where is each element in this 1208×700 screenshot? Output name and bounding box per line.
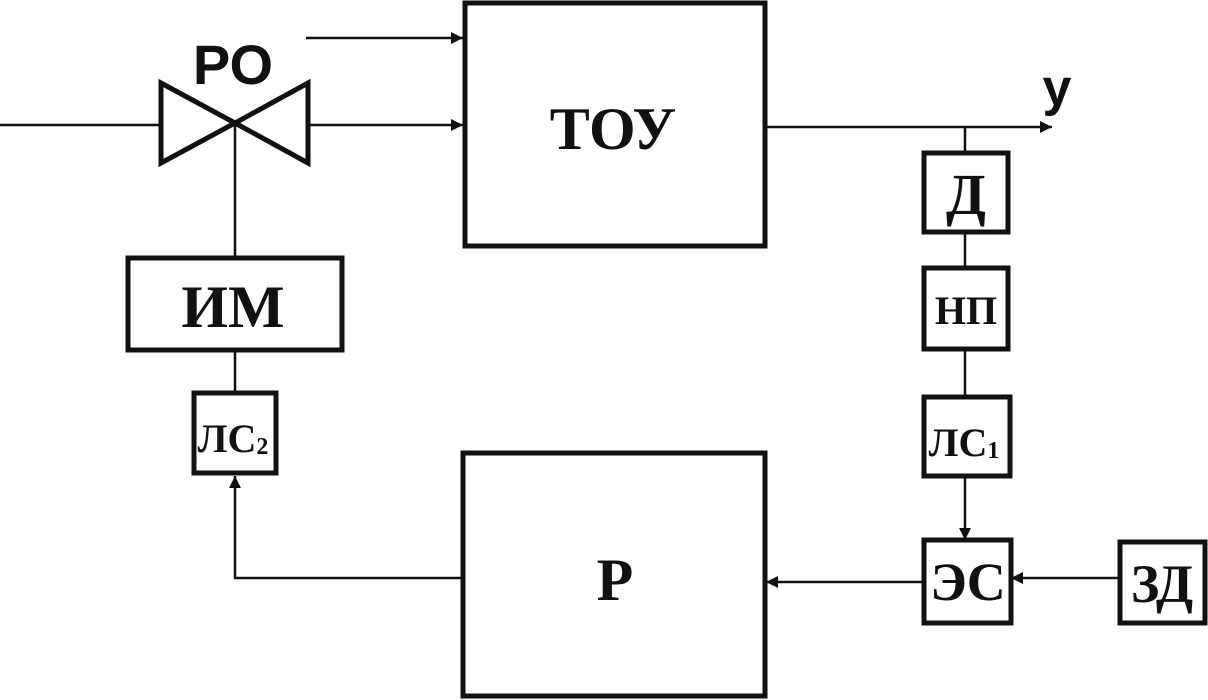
ls1-label-sub: 1 xyxy=(987,438,999,464)
ls2-label-main: ЛС xyxy=(198,416,257,461)
d-label: Д xyxy=(946,162,986,227)
ls1-block xyxy=(921,394,1013,479)
im-block xyxy=(125,255,345,353)
ls1-label: ЛС1 xyxy=(929,420,1000,465)
zd-block xyxy=(1117,539,1208,626)
im-label: ИМ xyxy=(181,274,284,340)
es-block xyxy=(921,537,1014,626)
r-to-ls2-arrow xyxy=(229,476,463,580)
zd-label: ЗД xyxy=(1131,554,1193,614)
tou-label: ТОУ xyxy=(550,96,677,162)
ls2-block xyxy=(191,390,279,476)
np-block xyxy=(921,265,1011,352)
r-label: Р xyxy=(597,547,634,613)
np-label: НП xyxy=(935,288,997,333)
valve-label: РО xyxy=(193,33,273,96)
ls1-label-main: ЛС xyxy=(929,420,988,465)
d-block xyxy=(921,150,1011,235)
es-label: ЭС xyxy=(930,552,1006,612)
ls2-label-sub: 2 xyxy=(256,434,268,460)
r-block xyxy=(460,450,768,699)
valve-symbol xyxy=(158,78,311,168)
output-label: y xyxy=(1043,59,1072,117)
ls2-label: ЛС2 xyxy=(198,416,269,461)
tou-block xyxy=(462,0,768,249)
